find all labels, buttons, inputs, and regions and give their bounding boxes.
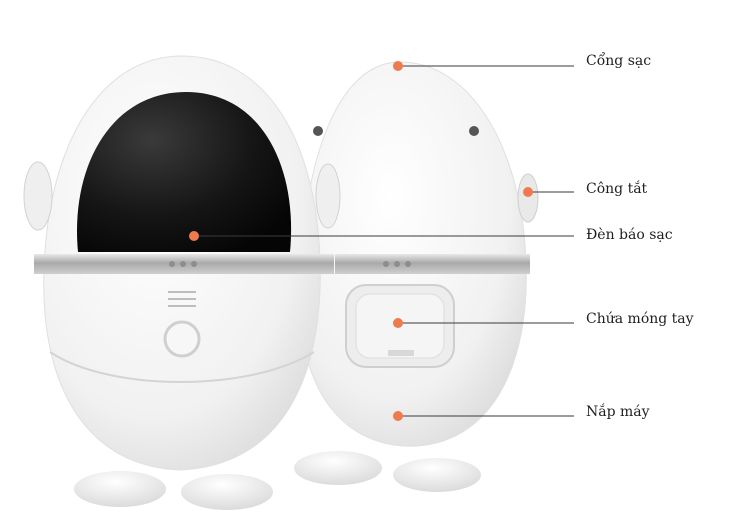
callout-lines xyxy=(194,65,574,417)
front-robot-ear-right xyxy=(315,163,341,229)
back-robot-foot-right xyxy=(393,458,481,492)
front-robot-ear-left xyxy=(23,161,53,231)
back-robot-compartment-tab xyxy=(388,350,414,356)
front-view-robot xyxy=(23,55,341,510)
front-robot-foot-left xyxy=(74,471,166,507)
label-power-switch: Công tắt xyxy=(586,181,648,197)
marker-charging-port xyxy=(393,61,403,71)
marker-nail-container xyxy=(393,318,403,328)
back-robot-side-button xyxy=(517,173,539,223)
front-robot-power-button xyxy=(163,320,201,358)
marker-power-switch xyxy=(523,187,533,197)
marker-machine-cover xyxy=(393,411,403,421)
front-robot-seam xyxy=(49,351,315,383)
back-robot-metal-band xyxy=(335,254,530,274)
front-robot-band-dots xyxy=(169,261,197,267)
label-nail-container: Chứa móng tay xyxy=(586,311,694,327)
callout-markers xyxy=(189,61,533,421)
back-robot-band-dots xyxy=(383,261,411,267)
front-robot-visor xyxy=(76,92,292,252)
front-robot-vent xyxy=(168,291,196,307)
back-robot-eye-right xyxy=(469,126,479,136)
back-robot-eye-left xyxy=(313,126,323,136)
marker-charging-indicator xyxy=(189,231,199,241)
label-charging-port: Cổng sạc xyxy=(586,53,652,69)
label-charging-indicator: Đèn báo sạc xyxy=(586,227,673,243)
back-view-robot xyxy=(294,61,539,492)
back-robot-foot-left xyxy=(294,451,382,485)
front-robot-foot-right xyxy=(181,474,273,510)
label-machine-cover: Nắp máy xyxy=(586,404,650,420)
